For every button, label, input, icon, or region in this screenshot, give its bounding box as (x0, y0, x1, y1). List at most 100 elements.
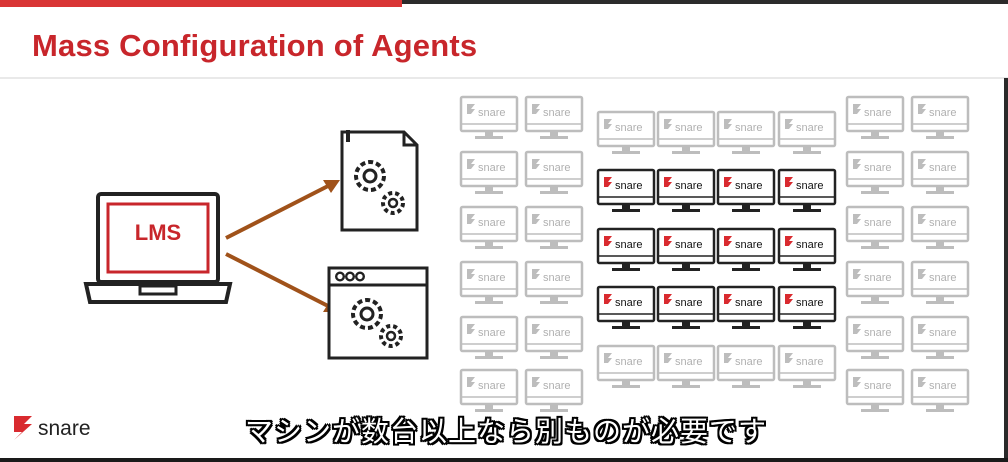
slide-title: Mass Configuration of Agents (32, 28, 478, 63)
monitor-brand-label: snare (929, 380, 957, 392)
agent-monitor: snare (716, 344, 776, 388)
agent-monitor: snare (716, 110, 776, 154)
agent-monitor-active: snare (596, 168, 656, 212)
agent-monitor: snare (459, 260, 519, 304)
config-file-icon (340, 130, 419, 232)
monitor-brand-label: snare (615, 356, 643, 368)
agent-monitor: snare (459, 368, 519, 412)
arrow-to-config-file (225, 180, 340, 240)
monitor-brand-label: snare (615, 122, 643, 134)
agent-monitor-active: snare (596, 227, 656, 271)
agent-monitor: snare (596, 110, 656, 154)
title-divider (0, 77, 1008, 79)
agent-monitor: snare (845, 315, 905, 359)
monitor-brand-label: snare (675, 297, 703, 309)
agent-monitor-active: snare (716, 227, 776, 271)
agent-monitor-active: snare (716, 285, 776, 329)
agent-monitor: snare (845, 95, 905, 139)
agent-monitor: snare (459, 315, 519, 359)
monitor-brand-label: snare (796, 297, 824, 309)
monitor-brand-label: snare (543, 380, 571, 392)
agent-monitor: snare (845, 260, 905, 304)
monitor-brand-label: snare (929, 107, 957, 119)
agent-monitor-active: snare (777, 285, 837, 329)
monitor-brand-label: snare (864, 107, 892, 119)
agent-monitor-active: snare (656, 168, 716, 212)
agent-monitor: snare (656, 110, 716, 154)
agent-monitor-active: snare (596, 285, 656, 329)
agent-monitor: snare (845, 368, 905, 412)
agent-monitor: snare (459, 95, 519, 139)
agent-monitor: snare (845, 205, 905, 249)
agent-monitor-active: snare (716, 168, 776, 212)
monitor-brand-label: snare (796, 122, 824, 134)
agent-monitor: snare (777, 344, 837, 388)
monitor-brand-label: snare (543, 327, 571, 339)
agent-monitor-active: snare (656, 227, 716, 271)
monitor-brand-label: snare (478, 217, 506, 229)
snare-logo-text: snare (38, 417, 91, 440)
agent-monitor: snare (910, 368, 970, 412)
top-accent-bar (0, 0, 402, 7)
monitor-brand-label: snare (864, 380, 892, 392)
laptop-icon (83, 192, 233, 304)
monitor-brand-label: snare (675, 180, 703, 192)
video-subtitle: マシンが数台以上なら別ものが必要です (244, 415, 767, 448)
monitor-brand-label: snare (929, 162, 957, 174)
monitor-brand-label: snare (735, 356, 763, 368)
monitor-brand-label: snare (615, 180, 643, 192)
monitor-brand-label: snare (543, 272, 571, 284)
monitor-brand-label: snare (864, 272, 892, 284)
monitor-brand-label: snare (478, 162, 506, 174)
monitor-brand-label: snare (735, 239, 763, 251)
monitor-brand-label: snare (735, 180, 763, 192)
agent-monitor: snare (845, 150, 905, 194)
monitor-brand-label: snare (543, 217, 571, 229)
agent-monitor: snare (910, 150, 970, 194)
monitor-brand-label: snare (543, 162, 571, 174)
monitor-brand-label: snare (675, 122, 703, 134)
monitor-brand-label: snare (675, 239, 703, 251)
agent-monitor: snare (459, 150, 519, 194)
agent-monitor-active: snare (777, 168, 837, 212)
monitor-brand-label: snare (864, 217, 892, 229)
monitor-brand-label: snare (543, 107, 571, 119)
snare-logo-icon (14, 416, 32, 440)
monitor-brand-label: snare (478, 107, 506, 119)
monitor-brand-label: snare (796, 239, 824, 251)
monitor-brand-label: snare (615, 239, 643, 251)
monitor-brand-label: snare (615, 297, 643, 309)
monitor-brand-label: snare (675, 356, 703, 368)
monitor-brand-label: snare (929, 327, 957, 339)
monitor-brand-label: snare (864, 162, 892, 174)
agent-monitor: snare (459, 205, 519, 249)
agent-monitor: snare (910, 315, 970, 359)
agent-monitor: snare (656, 344, 716, 388)
monitor-brand-label: snare (478, 272, 506, 284)
monitor-brand-label: snare (929, 272, 957, 284)
right-edge-bar (1004, 78, 1008, 462)
agent-monitor: snare (524, 368, 584, 412)
monitor-brand-label: snare (796, 356, 824, 368)
bottom-edge-bar (0, 458, 1008, 462)
agent-monitor: snare (777, 110, 837, 154)
agent-monitor: snare (524, 315, 584, 359)
monitor-brand-label: snare (478, 327, 506, 339)
agent-monitor: snare (910, 205, 970, 249)
agent-monitor-active: snare (656, 285, 716, 329)
monitor-brand-label: snare (929, 217, 957, 229)
agent-monitor: snare (910, 260, 970, 304)
monitor-brand-label: snare (735, 297, 763, 309)
agent-monitor: snare (910, 95, 970, 139)
agent-monitor: snare (596, 344, 656, 388)
agent-monitor-active: snare (777, 227, 837, 271)
monitor-brand-label: snare (796, 180, 824, 192)
agent-monitor: snare (524, 205, 584, 249)
config-window-icon (327, 266, 429, 360)
agent-monitor: snare (524, 95, 584, 139)
monitor-brand-label: snare (478, 380, 506, 392)
top-dark-bar (402, 0, 1008, 4)
monitor-brand-label: snare (735, 122, 763, 134)
